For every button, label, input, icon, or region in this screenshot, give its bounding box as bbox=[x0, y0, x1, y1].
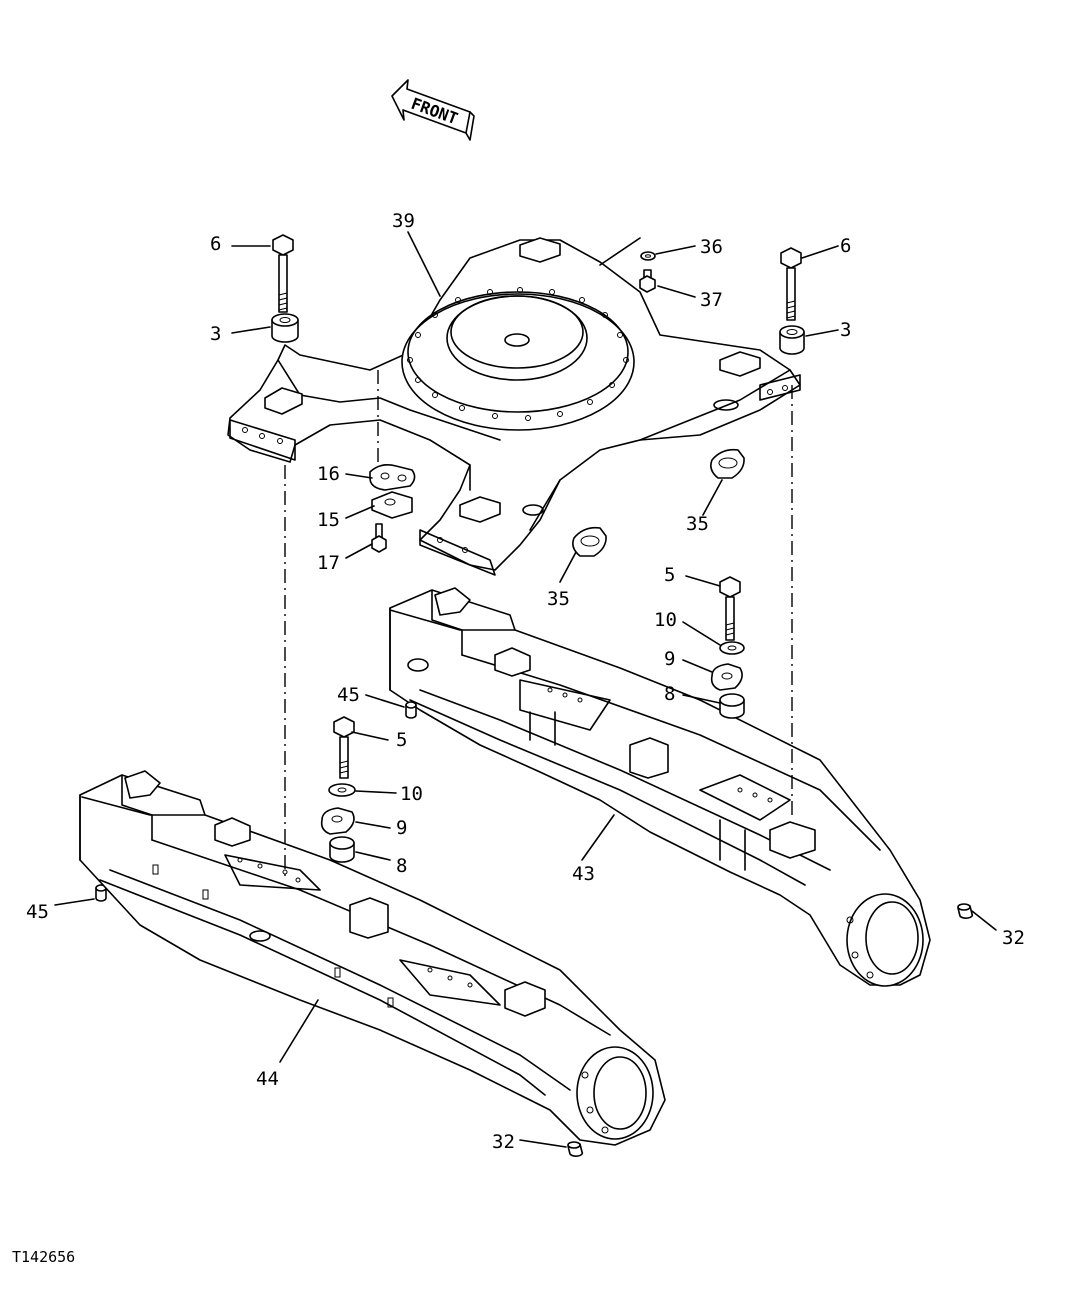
bushing-8-right bbox=[719, 693, 745, 719]
spacer-9-left bbox=[320, 807, 355, 835]
callout-9: 9 bbox=[396, 817, 407, 839]
track-frame-44 bbox=[79, 770, 666, 1146]
callout-45: 45 bbox=[337, 684, 360, 706]
callout-45: 45 bbox=[26, 901, 49, 923]
track-frame-43 bbox=[389, 587, 931, 987]
callout-3: 3 bbox=[840, 319, 851, 341]
callout-44: 44 bbox=[256, 1068, 279, 1090]
front-arrow-icon: FRONT bbox=[391, 79, 475, 141]
callout-35: 35 bbox=[547, 588, 570, 610]
callout-5: 5 bbox=[396, 729, 407, 751]
cap-screw-5-left bbox=[333, 716, 355, 779]
spacer-9-right bbox=[710, 663, 743, 691]
callout-10: 10 bbox=[654, 609, 677, 631]
plug-32-left bbox=[567, 1141, 584, 1157]
washer-10-right bbox=[719, 641, 745, 655]
callout-32: 32 bbox=[1002, 927, 1025, 949]
plug-32-right bbox=[957, 903, 974, 919]
rubber-mount-35-left bbox=[572, 526, 607, 557]
callout-labels: 6 3 39 36 37 6 3 16 15 17 35 35 5 10 9 8… bbox=[26, 210, 1025, 1153]
washer-10-left bbox=[328, 783, 356, 797]
callout-6: 6 bbox=[210, 233, 221, 255]
plate-15 bbox=[371, 491, 413, 519]
callout-15: 15 bbox=[317, 509, 340, 531]
callout-5: 5 bbox=[664, 564, 675, 586]
callout-9: 9 bbox=[664, 648, 675, 670]
callout-8: 8 bbox=[664, 683, 675, 705]
bolt-37 bbox=[639, 269, 656, 293]
plate-16 bbox=[369, 464, 416, 491]
cap-screw-6-left bbox=[272, 234, 294, 313]
callout-10: 10 bbox=[400, 783, 423, 805]
bushing-3-left bbox=[271, 313, 299, 343]
callout-37: 37 bbox=[700, 289, 723, 311]
figure-id: T142656 bbox=[12, 1248, 75, 1266]
callout-16: 16 bbox=[317, 463, 340, 485]
rubber-mount-35-right bbox=[710, 448, 745, 479]
bushing-8-left bbox=[329, 836, 355, 863]
cap-screw-5-right bbox=[719, 576, 741, 641]
callout-43: 43 bbox=[572, 863, 595, 885]
plug-45-left bbox=[95, 884, 107, 902]
screw-17 bbox=[371, 523, 387, 553]
cap-screw-6-right bbox=[780, 247, 802, 321]
center-frame bbox=[227, 237, 801, 576]
callout-8: 8 bbox=[396, 855, 407, 877]
plug-45-right bbox=[405, 701, 417, 719]
bushing-3-right bbox=[779, 325, 805, 355]
callout-39: 39 bbox=[392, 210, 415, 232]
callout-32: 32 bbox=[492, 1131, 515, 1153]
callout-36: 36 bbox=[700, 236, 723, 258]
leader-lines bbox=[54, 231, 997, 1148]
callout-6: 6 bbox=[840, 235, 851, 257]
callout-3: 3 bbox=[210, 323, 221, 345]
callout-35: 35 bbox=[686, 513, 709, 535]
washer-36 bbox=[640, 251, 656, 261]
callout-17: 17 bbox=[317, 552, 340, 574]
ring-bolt-holes bbox=[407, 287, 629, 421]
